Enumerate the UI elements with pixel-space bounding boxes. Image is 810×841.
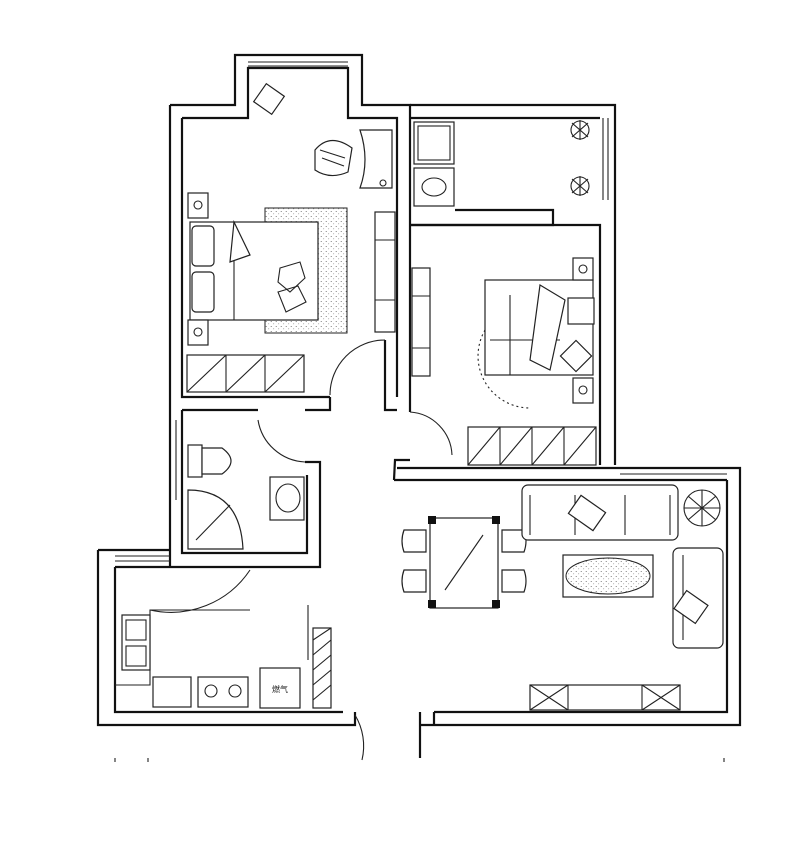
dimension-ticks [114, 758, 725, 762]
table-leg [492, 600, 500, 608]
plant-icon [570, 176, 590, 196]
living-dining [401, 484, 724, 711]
bathroom [187, 444, 305, 550]
stove-label: 燃气 [272, 684, 288, 694]
cushion [567, 297, 595, 325]
coffee-table-top [565, 557, 651, 595]
gas-stove [197, 676, 249, 708]
wash-basin [413, 167, 455, 207]
table-leg [428, 600, 436, 608]
doors [149, 339, 453, 761]
nightstand [572, 257, 594, 281]
windows [115, 61, 727, 562]
nightstand [187, 192, 209, 219]
master-bedroom [186, 82, 396, 393]
walls [96, 53, 742, 758]
tv-console [529, 684, 681, 711]
service-balcony [413, 120, 590, 207]
table-leg [428, 516, 436, 524]
shelving-unit [312, 627, 332, 709]
cushion [567, 494, 607, 532]
stove-cabinet [259, 667, 301, 709]
plant-icon [570, 120, 590, 140]
second-bedroom [411, 257, 597, 466]
dressing-table [359, 129, 393, 189]
shower-tray [413, 121, 455, 165]
nightstand [572, 377, 594, 404]
armchair [314, 139, 353, 177]
table-leg [492, 516, 500, 524]
dining-chairs [401, 529, 527, 593]
cushion [252, 82, 286, 116]
toilet-tank [187, 444, 203, 478]
tv-cabinet [411, 267, 431, 377]
cushion [673, 589, 709, 625]
double-sink [121, 614, 151, 671]
pillow [191, 225, 215, 267]
vanity [269, 476, 305, 521]
nightstand [187, 319, 209, 346]
toilet [201, 447, 232, 475]
tv-cabinet [374, 211, 396, 333]
pillow [191, 271, 215, 313]
kitchen: 燃气 [115, 605, 332, 709]
fridge [152, 676, 192, 708]
plant-icon [683, 489, 721, 527]
cushion [559, 339, 593, 373]
